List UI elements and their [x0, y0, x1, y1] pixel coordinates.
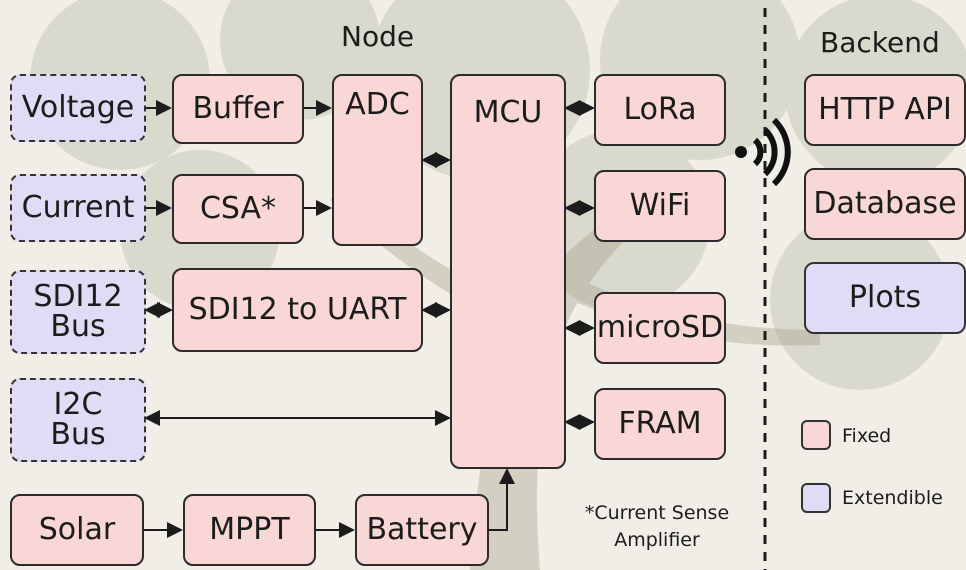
legend-extendible-label: Extendible	[842, 487, 943, 509]
adc-label: ADC	[345, 87, 410, 122]
mppt-label: MPPT	[209, 512, 290, 547]
legend-extendible-swatch	[801, 483, 831, 513]
footnote: *Current Sense Amplifier	[574, 500, 740, 553]
solar-block: Solar	[10, 494, 144, 566]
buffer-label: Buffer	[192, 91, 284, 126]
buffer-block: Buffer	[172, 74, 304, 144]
database-block: Database	[804, 168, 966, 240]
fram-block: FRAM	[594, 388, 726, 460]
microsd-block: microSD	[594, 292, 726, 364]
legend-fixed-swatch	[801, 420, 831, 450]
current-input-block: Current	[10, 174, 146, 242]
mcu-label: MCU	[473, 95, 543, 130]
legend-fixed-label: Fixed	[842, 425, 892, 447]
wifi-block: WiFi	[594, 170, 726, 242]
fram-label: FRAM	[618, 406, 702, 441]
i2c-bus-line1: I2C	[53, 387, 103, 422]
solar-label: Solar	[38, 512, 116, 547]
lora-label: LoRa	[623, 92, 697, 127]
battery-block: Battery	[355, 494, 489, 566]
current-label: Current	[21, 190, 135, 225]
sdi12-bus-block: SDI12 Bus	[10, 270, 146, 354]
sdi12-to-uart-block: SDI12 to UART	[172, 268, 423, 352]
sdi12-to-uart-label: SDI12 to UART	[188, 292, 407, 327]
node-heading: Node	[341, 20, 415, 53]
http-api-block: HTTP API	[804, 74, 966, 146]
backend-heading: Backend	[820, 26, 940, 59]
lora-block: LoRa	[594, 74, 726, 146]
database-label: Database	[813, 186, 957, 221]
footnote-line1: *Current Sense	[584, 502, 730, 524]
adc-block: ADC	[332, 74, 423, 246]
battery-label: Battery	[366, 512, 478, 547]
wifi-label: WiFi	[629, 188, 691, 223]
footnote-line2: Amplifier	[614, 528, 700, 551]
sdi12-bus-line1: SDI12	[33, 279, 123, 314]
voltage-input-block: Voltage	[10, 74, 146, 142]
csa-label: CSA*	[199, 191, 277, 226]
i2c-bus-block: I2C Bus	[10, 378, 146, 462]
mppt-block: MPPT	[183, 494, 316, 566]
http-api-label: HTTP API	[818, 92, 952, 127]
csa-block: CSA*	[172, 174, 304, 244]
voltage-label: Voltage	[21, 90, 135, 125]
i2c-bus-line2: Bus	[50, 417, 106, 452]
plots-block: Plots	[804, 262, 966, 334]
sdi12-bus-line2: Bus	[50, 309, 106, 344]
plots-label: Plots	[848, 280, 922, 315]
microsd-label: microSD	[596, 310, 724, 345]
mcu-block: MCU	[450, 74, 566, 469]
